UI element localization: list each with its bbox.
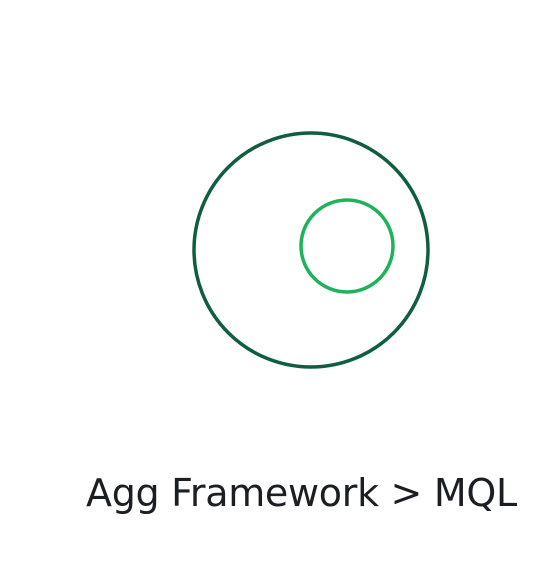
inner-circle — [299, 198, 395, 294]
outer-circle — [192, 131, 430, 369]
diagram-caption: Agg Framework > MQL — [86, 471, 517, 515]
